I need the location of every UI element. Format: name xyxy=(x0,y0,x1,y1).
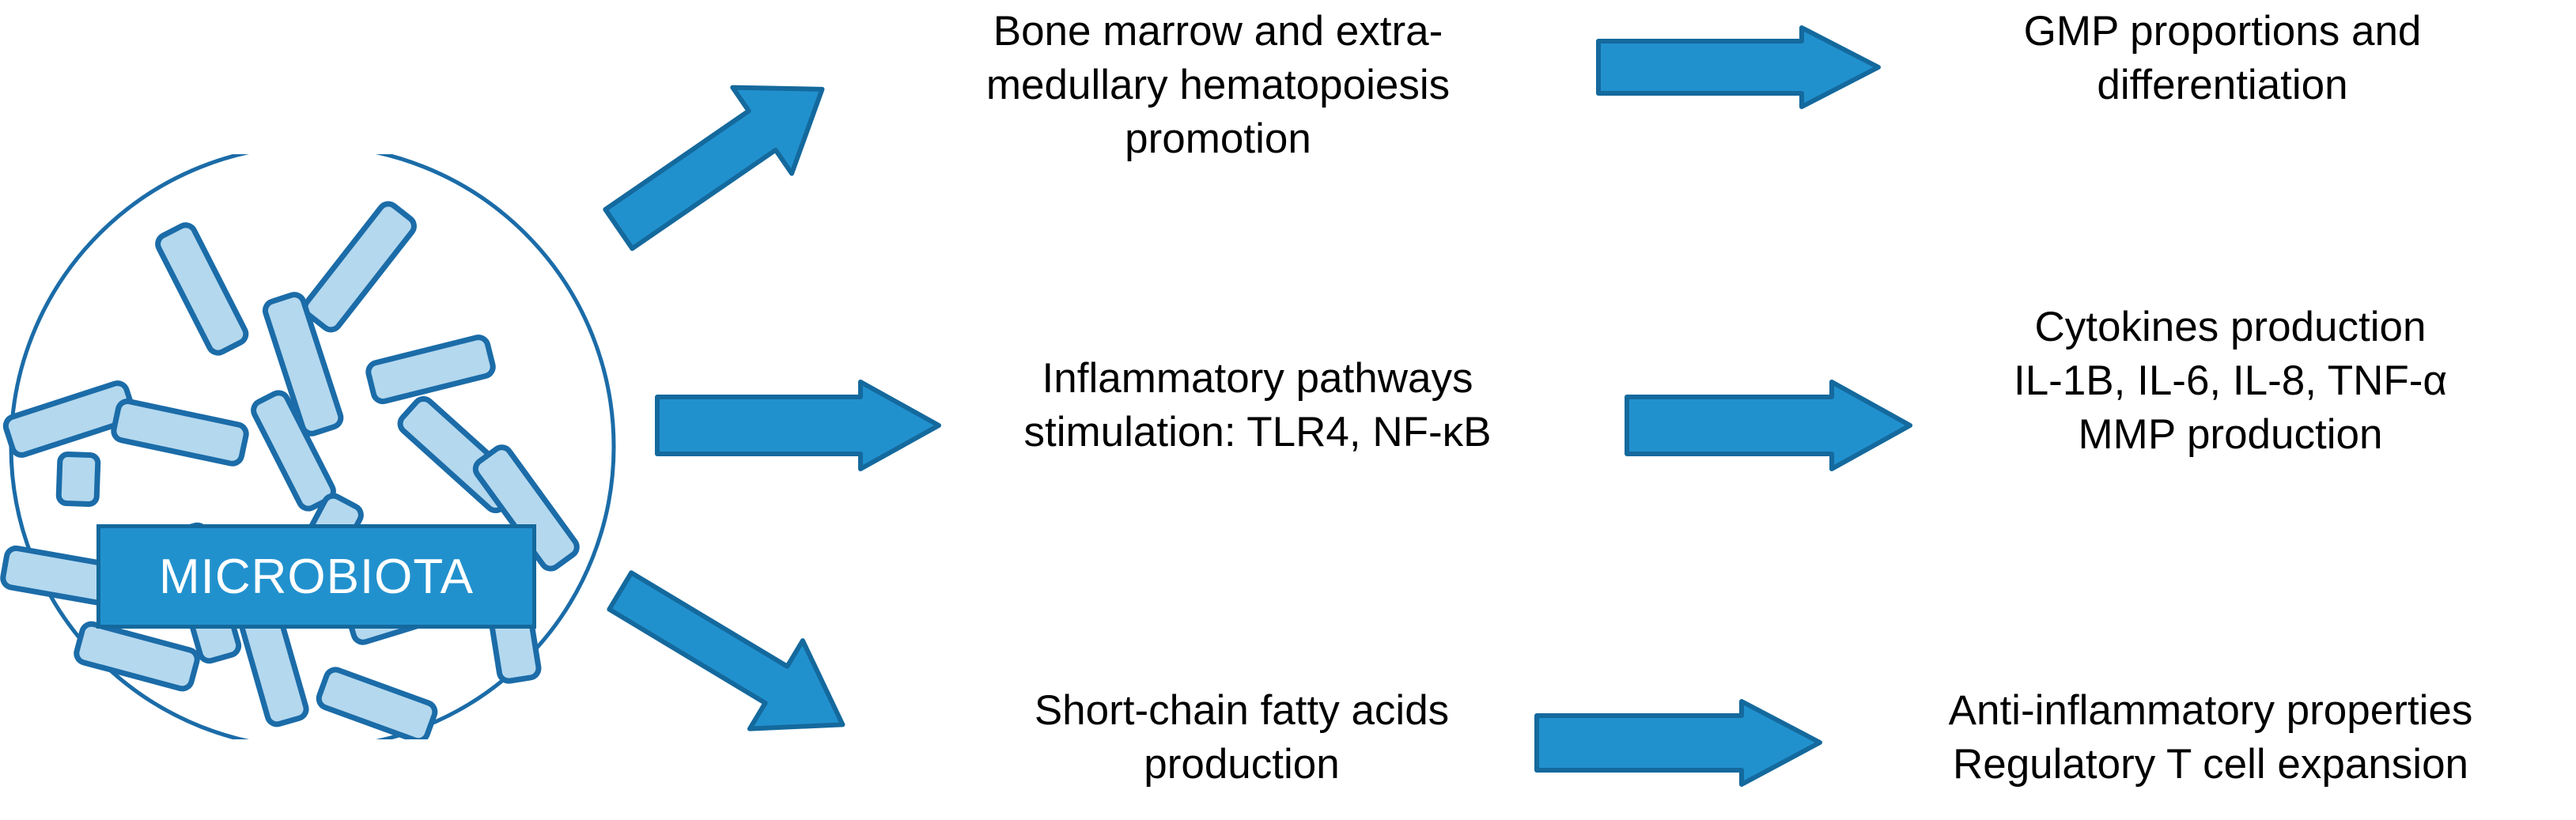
bacteria-rod xyxy=(472,444,580,572)
right-arrow-icon xyxy=(655,380,941,471)
right-arrow-icon xyxy=(1534,699,1822,787)
text-cytokines-production: Cytokines production IL-1B, IL-6, IL-8, … xyxy=(1890,300,2570,461)
text-short-chain-fatty-acids: Short-chain fatty acids production xyxy=(902,684,1582,792)
text-line: production xyxy=(1144,740,1340,788)
bacteria-rod xyxy=(316,667,438,739)
bacteria-rod xyxy=(74,621,200,692)
text-bone-marrow-hematopoiesis: Bone marrow and extra- medullary hematop… xyxy=(870,5,1566,165)
bacteria-rod xyxy=(155,222,249,356)
diagonal-down-right-arrow-icon xyxy=(607,570,845,731)
text-line: Inflammatory pathways xyxy=(1042,355,1473,402)
text-line: MMP production xyxy=(2078,410,2383,458)
text-anti-inflammatory-properties: Anti-inflammatory properties Regulatory … xyxy=(1843,684,2576,792)
right-arrow-icon xyxy=(1596,25,1881,109)
text-line: IL-1B, IL-6, IL-8, TNF-α xyxy=(2013,357,2448,404)
microbiota-label[interactable]: MICROBIOTA xyxy=(96,524,536,629)
arrow-source-to-hematopoiesis[interactable] xyxy=(589,20,866,289)
text-line: Bone marrow and extra- xyxy=(993,8,1443,55)
arrow-inflammatory-to-cytokines[interactable] xyxy=(1623,378,1914,473)
right-arrow-icon xyxy=(1625,380,1912,471)
text-line: promotion xyxy=(1125,115,1311,162)
text-line: medullary hematopoiesis xyxy=(985,61,1451,108)
text-line: Regulatory T cell expansion xyxy=(1952,740,2469,788)
text-line: Anti-inflammatory properties xyxy=(1948,687,2473,734)
arrow-source-to-inflammatory[interactable] xyxy=(653,378,943,473)
diagonal-up-right-arrow-icon xyxy=(603,85,825,251)
bacteria-rod xyxy=(262,292,344,436)
text-line: GMP proportions and xyxy=(2023,8,2422,55)
bacteria-rod xyxy=(111,399,249,467)
arrow-source-to-scfa[interactable] xyxy=(585,554,886,767)
text-line: Cytokines production xyxy=(2034,304,2427,350)
text-line: differentiation xyxy=(2097,61,2348,108)
text-line: Short-chain fatty acids xyxy=(1034,687,1450,734)
text-line: stimulation: TLR4, NF-κB xyxy=(1023,408,1492,455)
text-gmp-proportions: GMP proportions and differentiation xyxy=(1882,5,2563,112)
bacteria-rod xyxy=(55,452,101,507)
bacteria-rod xyxy=(302,201,417,333)
arrow-scfa-to-antiinflammatory[interactable] xyxy=(1533,697,1824,788)
text-inflammatory-pathways: Inflammatory pathways stimulation: TLR4,… xyxy=(910,352,1606,459)
arrow-hematopoiesis-to-gmp[interactable] xyxy=(1594,24,1882,111)
microbiota-source-node[interactable]: MICROBIOTA xyxy=(0,154,633,739)
bacteria-rod xyxy=(365,334,496,405)
microbiota-circle-svg xyxy=(0,154,616,739)
